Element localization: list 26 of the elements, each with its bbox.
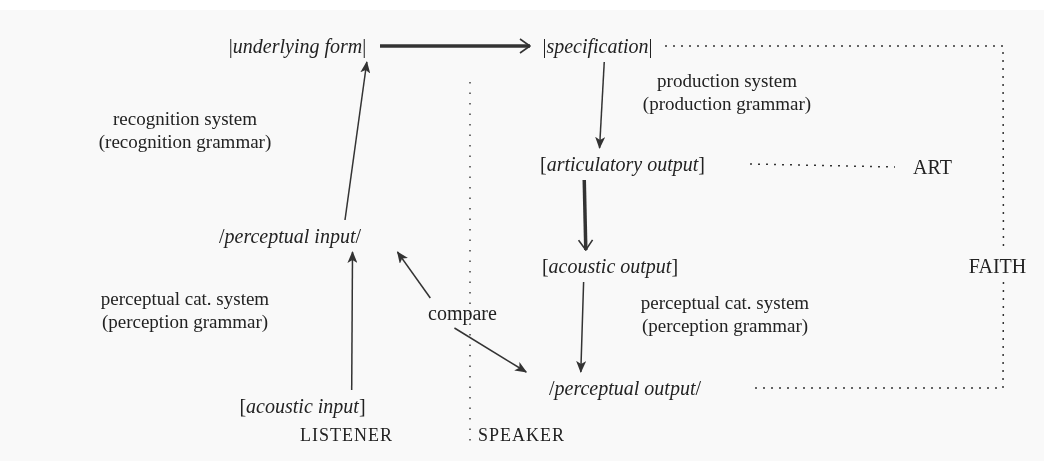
double-arrow xyxy=(577,179,594,251)
arrow xyxy=(576,281,587,373)
edge-label: production system (production grammar) xyxy=(641,70,813,116)
dotted-connector xyxy=(749,163,896,168)
node-label: /perceptual input/ xyxy=(165,220,415,252)
side-label: LISTENER xyxy=(300,425,393,446)
node-label: ART xyxy=(895,152,970,182)
arrow xyxy=(595,61,606,149)
node-label: |underlying form| xyxy=(215,30,380,62)
dotted-connector xyxy=(754,281,1005,389)
node-label: [acoustic input] xyxy=(200,390,405,422)
edge-label: recognition system (recognition grammar) xyxy=(97,108,273,154)
arrow xyxy=(396,251,432,299)
arrow xyxy=(453,327,528,373)
node-label: compare xyxy=(405,298,520,328)
node-label: [articulatory output] xyxy=(495,148,750,180)
node-label: [acoustic output] xyxy=(500,250,720,282)
node-label: FAITH xyxy=(955,250,1040,282)
edge-label: perceptual cat. system (perception grammar) xyxy=(639,292,811,338)
side-label: SPEAKER xyxy=(478,425,565,446)
arrow xyxy=(344,61,371,221)
double-arrow xyxy=(380,38,531,54)
node-label: /perceptual output/ xyxy=(495,372,755,404)
node-label: |specification| xyxy=(530,30,665,62)
edge-label: perceptual cat. system (perception grammar) xyxy=(99,288,271,334)
arrow xyxy=(347,251,358,391)
